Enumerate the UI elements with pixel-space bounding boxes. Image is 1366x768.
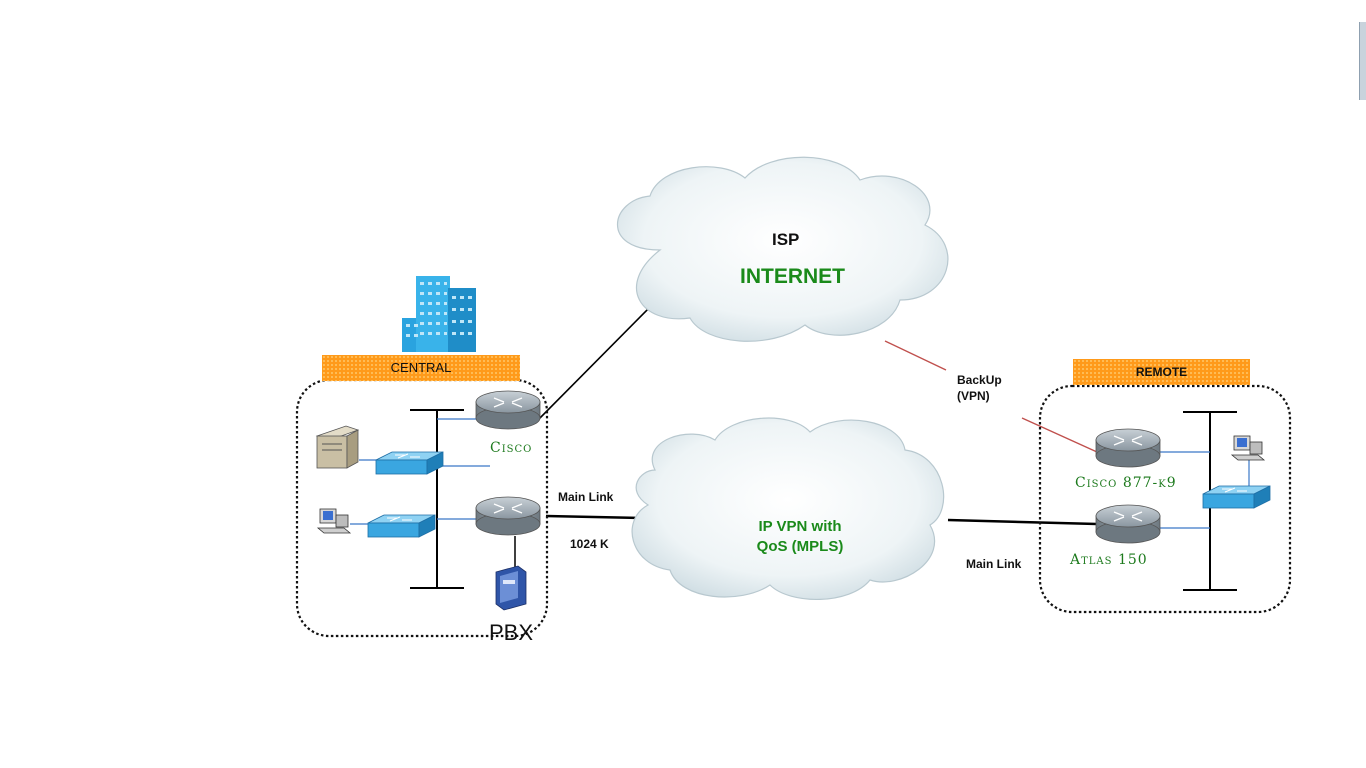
central-main-link-label: Main Link: [558, 490, 614, 504]
vpn-label-line2: QoS (MPLS): [756, 538, 844, 555]
remote-site-label: REMOTE: [1135, 365, 1188, 379]
central-router-cisco: [475, 390, 541, 430]
remote-router-atlas-150: [1095, 504, 1161, 544]
vpn-cloud-label: IP VPN with QoS (MPLS): [735, 517, 865, 557]
central-workstation-icon: [316, 508, 352, 534]
remote-main-link-label: Main Link: [966, 557, 1022, 571]
vpn-cloud: [631, 417, 945, 601]
internet-label: INTERNET: [740, 265, 845, 288]
central-switch-2: [367, 514, 436, 538]
building-icon: [402, 276, 476, 352]
backup-vpn-label: BackUp (VPN): [957, 372, 1002, 404]
central-site-banner: CENTRAL: [322, 355, 520, 381]
pbx-icon: [495, 565, 527, 611]
central-router-label: Cisco: [490, 440, 533, 456]
central-router-2: [475, 496, 541, 536]
central-to-internet-line: [534, 300, 657, 424]
remote-router-cisco-877: [1095, 428, 1161, 468]
pbx-label: PBX: [489, 620, 534, 645]
remote-switch: [1202, 485, 1271, 509]
backup-label-line1: BackUp: [957, 373, 1002, 387]
isp-label: ISP: [772, 230, 800, 249]
remote-main-link-line: [947, 518, 1098, 526]
central-main-link-line: [545, 514, 643, 520]
remote-router1-label: Cisco 877-k9: [1075, 475, 1177, 491]
window-edge-icon: [1359, 22, 1366, 100]
vpn-label-line1: IP VPN with: [758, 518, 842, 535]
central-switch-1: [375, 451, 444, 475]
remote-site-boundary: [1038, 384, 1292, 614]
remote-site-banner: REMOTE: [1073, 359, 1250, 385]
central-site-boundary: [295, 378, 549, 638]
central-link-speed-label: 1024 K: [570, 537, 609, 551]
server-icon: [315, 425, 360, 469]
internet-cloud: [617, 156, 949, 342]
remote-router2-label: Atlas 150: [1070, 552, 1148, 568]
backup-vpn-line-lower: [1021, 417, 1098, 453]
remote-workstation-icon: [1230, 435, 1266, 461]
backup-vpn-line-upper: [884, 340, 947, 371]
central-site-label: CENTRAL: [390, 360, 452, 375]
backup-label-line2: (VPN): [957, 389, 990, 403]
